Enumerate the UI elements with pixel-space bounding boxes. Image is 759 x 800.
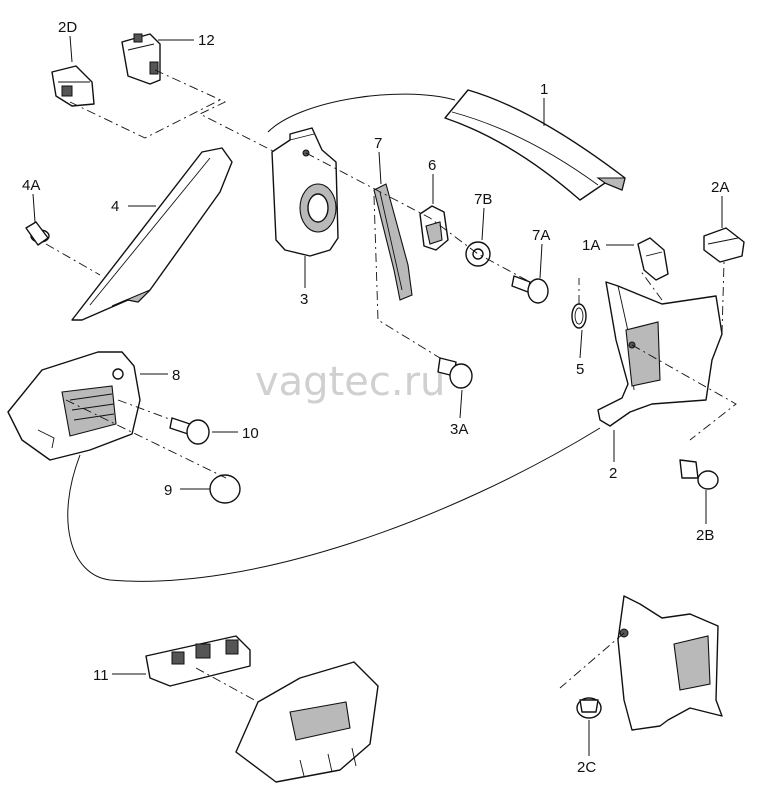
grouping-arc-bottom <box>67 427 601 582</box>
part-11-bracket <box>145 635 251 687</box>
callout-1a: 1A <box>582 237 600 254</box>
assembly-lines <box>45 69 737 703</box>
part-2b-push-pin <box>679 459 719 490</box>
callout-7a: 7A <box>532 227 550 244</box>
part-10-screw <box>169 417 210 445</box>
part-5-ring <box>571 303 587 329</box>
callout-12: 12 <box>198 32 215 49</box>
callout-7b: 7B <box>474 191 492 208</box>
part-2d-clip <box>51 65 95 107</box>
grouping-arc-top <box>267 93 456 133</box>
watermark: vagtec.ru <box>255 359 445 405</box>
callout-2b: 2B <box>696 527 714 544</box>
callout-10: 10 <box>242 425 259 442</box>
callout-2a: 2A <box>711 179 729 196</box>
callout-6: 6 <box>428 157 436 174</box>
part-9-cap <box>209 474 241 504</box>
part-3-trim-panel <box>271 127 339 257</box>
part-2c-trim-detail <box>617 595 723 731</box>
callout-9: 9 <box>164 482 172 499</box>
callout-1: 1 <box>540 81 548 98</box>
part-7b-washer <box>465 241 491 267</box>
part-7-seal-strip <box>373 183 413 301</box>
part-11-vent-housing <box>235 661 379 783</box>
callout-2c: 2C <box>577 759 596 776</box>
part-2a-clip <box>703 227 745 263</box>
callout-3: 3 <box>300 291 308 308</box>
callout-11: 11 <box>93 667 109 684</box>
callout-labels: 1 12 2D 4A 4 3 7 6 7B 7A 1A 2A 5 3A 2 2B… <box>22 19 729 776</box>
leader-lines <box>32 35 723 756</box>
part-4-a-pillar-trim <box>71 147 233 321</box>
callout-3a: 3A <box>450 421 468 438</box>
part-8-vent-housing <box>7 351 141 461</box>
callout-4: 4 <box>111 198 119 215</box>
callout-2d: 2D <box>58 19 77 36</box>
part-2c-screw <box>576 697 602 719</box>
part-3a-screw <box>437 357 473 389</box>
callout-5: 5 <box>576 361 584 378</box>
callout-2: 2 <box>609 465 617 482</box>
part-6-clip <box>419 205 449 251</box>
part-1a-clip <box>637 237 669 281</box>
callout-4a: 4A <box>22 177 40 194</box>
callout-8: 8 <box>172 367 180 384</box>
callout-7: 7 <box>374 135 382 152</box>
part-1-upper-pillar-trim <box>444 89 626 201</box>
part-7a-screw <box>511 275 549 304</box>
part-2-lower-pillar-trim <box>597 281 723 427</box>
part-4a-screw <box>25 221 50 246</box>
part-12-bracket <box>121 33 161 85</box>
